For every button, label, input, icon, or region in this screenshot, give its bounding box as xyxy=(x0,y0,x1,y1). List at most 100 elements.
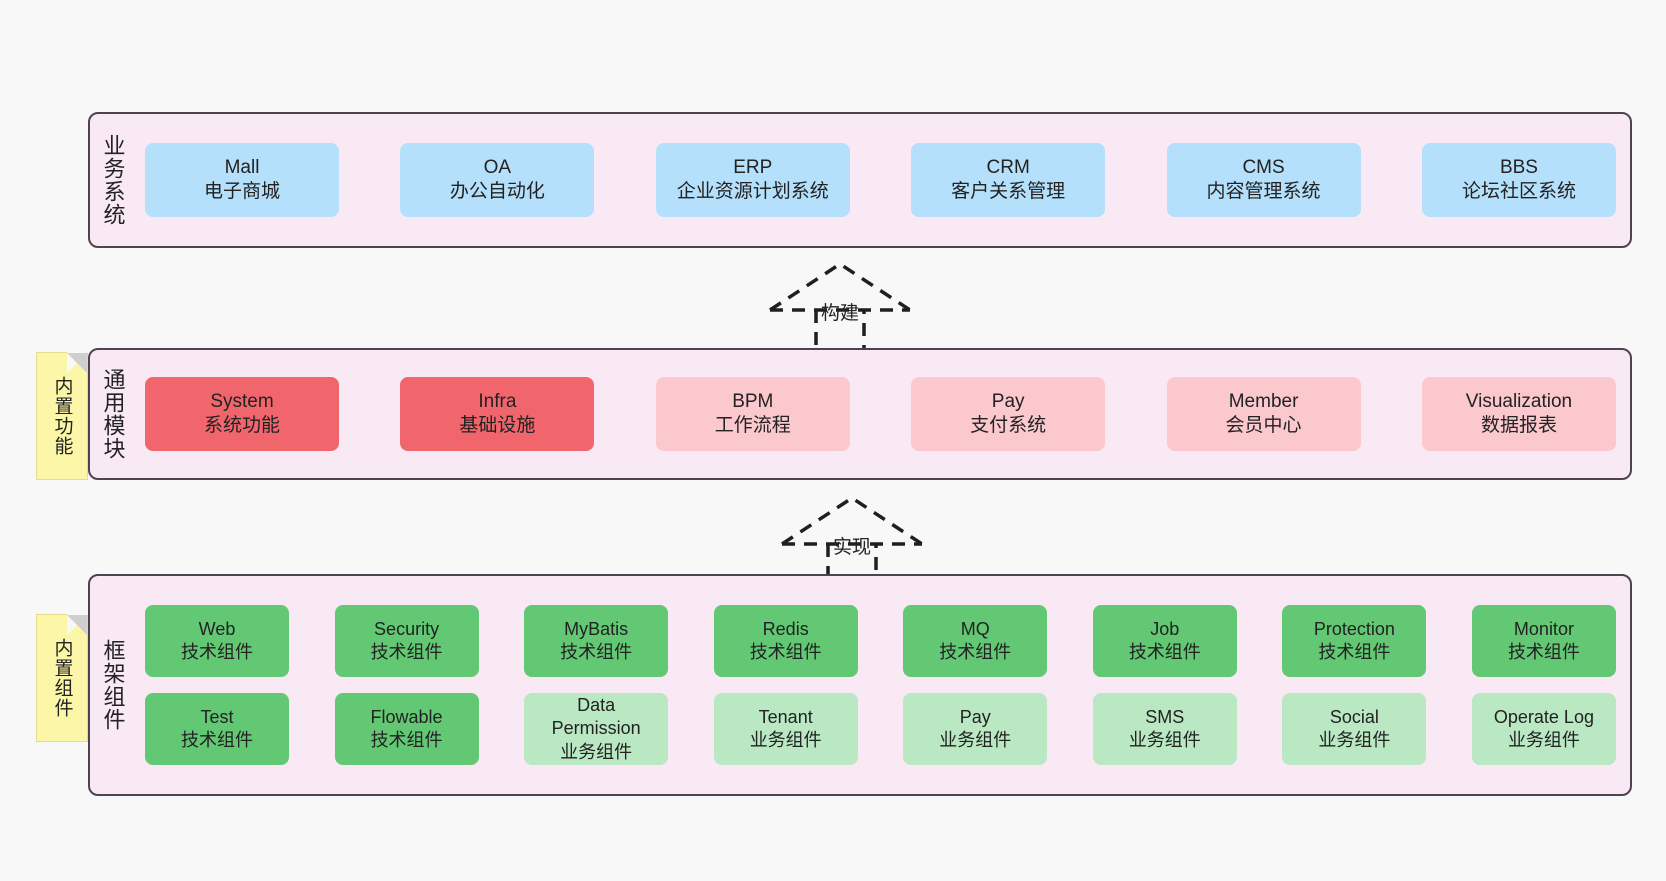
node-subtitle: 业务组件 xyxy=(1128,730,1201,750)
node-subtitle: 支付系统 xyxy=(970,415,1047,436)
note-builtin-features: 内置功能 xyxy=(36,352,88,480)
node-cms[interactable]: CMS 内容管理系统 xyxy=(1166,143,1361,217)
layer-body-business-systems: Mall 电子商城 OA 办公自动化 ERP 企业资源计划系统 CRM 客户关系… xyxy=(136,114,1630,246)
node-row: Web 技术组件 Security 技术组件 MyBatis 技术组件 Redi… xyxy=(145,605,1616,677)
node-title: Visualization xyxy=(1465,390,1573,412)
node-title: Protection xyxy=(1313,618,1395,639)
node-row: Mall 电子商城 OA 办公自动化 ERP 企业资源计划系统 CRM 客户关系… xyxy=(145,143,1616,217)
layer-framework-components: 框架组件 Web 技术组件 Security 技术组件 MyBatis 技术组件… xyxy=(88,574,1632,796)
node-subtitle: 客户关系管理 xyxy=(951,181,1066,202)
node-visualization[interactable]: Visualization 数据报表 xyxy=(1421,377,1616,451)
node-mq[interactable]: MQ 技术组件 xyxy=(903,605,1048,677)
node-protection[interactable]: Protection 技术组件 xyxy=(1282,605,1427,677)
node-title: Flowable xyxy=(370,706,443,727)
node-social[interactable]: Social 业务组件 xyxy=(1282,693,1427,765)
node-title: ERP xyxy=(733,156,773,178)
node-subtitle: 业务组件 xyxy=(560,741,633,762)
node-row: System 系统功能 Infra 基础设施 BPM 工作流程 Pay 支付系统… xyxy=(145,377,1616,451)
node-bbs[interactable]: BBS 论坛社区系统 xyxy=(1421,143,1616,217)
node-title: OA xyxy=(483,156,512,178)
node-tenant[interactable]: Tenant 业务组件 xyxy=(713,693,858,765)
node-mall[interactable]: Mall 电子商城 xyxy=(145,143,339,217)
node-subtitle: 技术组件 xyxy=(370,730,443,750)
node-subtitle: 技术组件 xyxy=(1318,642,1391,662)
node-title: Security xyxy=(374,618,440,639)
node-subtitle: 技术组件 xyxy=(560,642,633,662)
node-title: Operate Log xyxy=(1493,706,1594,727)
node-subtitle: 论坛社区系统 xyxy=(1461,181,1576,202)
node-subtitle: 电子商城 xyxy=(203,181,280,202)
node-title: Test xyxy=(200,706,234,727)
node-title: CMS xyxy=(1242,156,1285,178)
node-mybatis[interactable]: MyBatis 技术组件 xyxy=(524,605,669,677)
node-web[interactable]: Web 技术组件 xyxy=(145,605,289,677)
node-subtitle: 内容管理系统 xyxy=(1206,181,1321,202)
node-pay-component[interactable]: Pay 业务组件 xyxy=(903,693,1048,765)
node-subtitle: 企业资源计划系统 xyxy=(676,181,829,202)
node-subtitle: 数据报表 xyxy=(1480,415,1557,436)
layer-common-modules: 通用模块 System 系统功能 Infra 基础设施 BPM 工作流程 Pay… xyxy=(88,348,1632,480)
connector-build-arrow: 构建 xyxy=(760,258,920,358)
node-title: BBS xyxy=(1499,156,1538,178)
node-subtitle: 业务组件 xyxy=(939,730,1012,750)
node-data-permission[interactable]: Data Permission 业务组件 xyxy=(524,693,669,765)
node-subtitle: 技术组件 xyxy=(1128,642,1201,662)
node-title: CRM xyxy=(986,156,1030,178)
node-title: Redis xyxy=(762,618,809,639)
node-bpm[interactable]: BPM 工作流程 xyxy=(655,377,850,451)
node-title: Web xyxy=(198,618,236,639)
node-subtitle: 办公自动化 xyxy=(449,181,545,202)
node-title: Tenant xyxy=(758,706,813,727)
node-subtitle: 技术组件 xyxy=(1507,642,1580,662)
node-subtitle: 会员中心 xyxy=(1225,415,1302,436)
node-flowable[interactable]: Flowable 技术组件 xyxy=(334,693,479,765)
node-infra[interactable]: Infra 基础设施 xyxy=(400,377,595,451)
node-sms[interactable]: SMS 业务组件 xyxy=(1092,693,1237,765)
layer-title-common-modules: 通用模块 xyxy=(100,368,126,460)
node-operate-log[interactable]: Operate Log 业务组件 xyxy=(1471,693,1616,765)
layer-title-framework-components: 框架组件 xyxy=(100,639,126,731)
node-crm[interactable]: CRM 客户关系管理 xyxy=(911,143,1106,217)
node-title: Data Permission xyxy=(551,695,641,739)
node-subtitle: 工作流程 xyxy=(714,415,791,436)
node-row: Test 技术组件 Flowable 技术组件 Data Permission … xyxy=(145,693,1616,765)
layer-title-business-systems: 业务系统 xyxy=(100,134,126,226)
note-label: 内置组件 xyxy=(51,638,73,718)
node-subtitle: 基础设施 xyxy=(459,415,536,436)
node-subtitle: 技术组件 xyxy=(181,730,253,750)
node-monitor[interactable]: Monitor 技术组件 xyxy=(1471,605,1616,677)
node-member[interactable]: Member 会员中心 xyxy=(1166,377,1361,451)
node-redis[interactable]: Redis 技术组件 xyxy=(713,605,858,677)
node-title: MyBatis xyxy=(564,618,629,639)
node-oa[interactable]: OA 办公自动化 xyxy=(400,143,595,217)
node-security[interactable]: Security 技术组件 xyxy=(334,605,479,677)
node-subtitle: 技术组件 xyxy=(749,642,822,662)
node-title: Infra xyxy=(478,390,517,412)
note-builtin-components: 内置组件 xyxy=(36,614,88,742)
note-label: 内置功能 xyxy=(51,376,73,456)
node-subtitle: 业务组件 xyxy=(1318,730,1391,750)
node-subtitle: 系统功能 xyxy=(203,415,280,436)
layer-body-framework-components: Web 技术组件 Security 技术组件 MyBatis 技术组件 Redi… xyxy=(136,576,1630,794)
node-subtitle: 技术组件 xyxy=(181,642,253,662)
layer-body-common-modules: System 系统功能 Infra 基础设施 BPM 工作流程 Pay 支付系统… xyxy=(136,350,1630,478)
node-title: Mall xyxy=(224,156,260,178)
node-title: MQ xyxy=(960,618,990,639)
layer-business-systems: 业务系统 Mall 电子商城 OA 办公自动化 ERP 企业资源计划系统 CRM… xyxy=(88,112,1632,248)
node-subtitle: 业务组件 xyxy=(749,730,822,750)
node-subtitle: 业务组件 xyxy=(1507,730,1580,750)
node-title: SMS xyxy=(1145,706,1185,727)
node-title: Pay xyxy=(959,706,991,727)
node-job[interactable]: Job 技术组件 xyxy=(1092,605,1237,677)
node-test[interactable]: Test 技术组件 xyxy=(145,693,289,765)
node-title: Monitor xyxy=(1513,618,1574,639)
node-system[interactable]: System 系统功能 xyxy=(145,377,339,451)
node-subtitle: 技术组件 xyxy=(939,642,1012,662)
node-pay-module[interactable]: Pay 支付系统 xyxy=(911,377,1106,451)
node-title: Social xyxy=(1329,706,1379,727)
dashed-generalization-arrow-icon xyxy=(769,261,911,356)
node-subtitle: 技术组件 xyxy=(370,642,443,662)
node-title: Pay xyxy=(991,390,1025,412)
node-erp[interactable]: ERP 企业资源计划系统 xyxy=(655,143,850,217)
